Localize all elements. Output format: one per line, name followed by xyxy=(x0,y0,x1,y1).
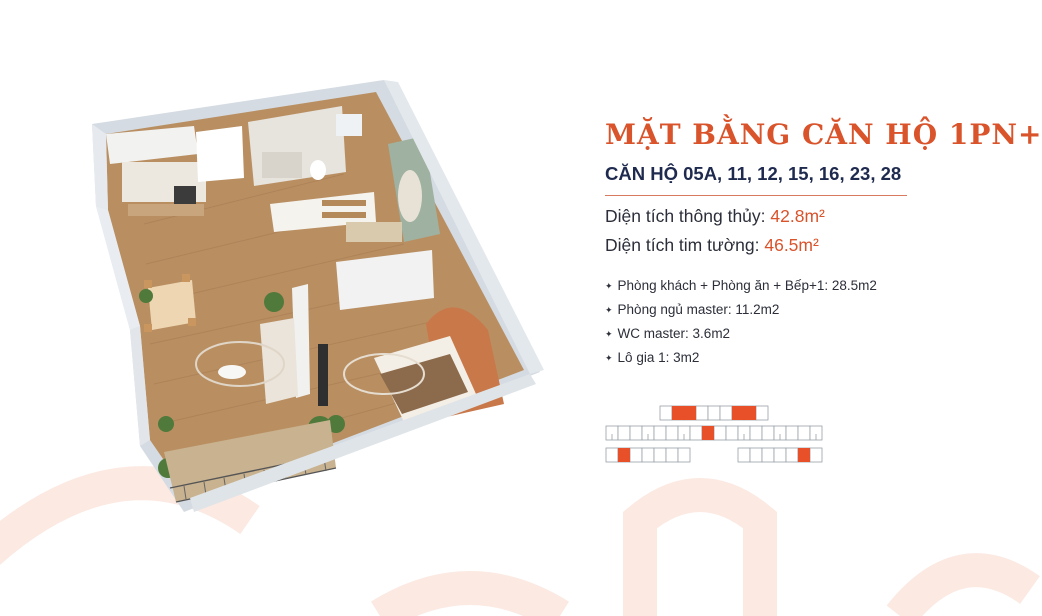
net-area-label: Diện tích thông thủy: xyxy=(605,206,771,226)
net-area-value: 42.8m² xyxy=(770,206,825,226)
room-area-label: Phòng ngủ master: 11.2m2 xyxy=(617,302,780,317)
gross-area-value: 46.5m² xyxy=(764,235,819,255)
star-bullet-icon: ✦ xyxy=(605,353,613,363)
room-area-label: WC master: 3.6m2 xyxy=(617,326,731,341)
net-area-line: Diện tích thông thủy: 42.8m² xyxy=(605,206,935,227)
gross-area-line: Diện tích tim tường: 46.5m² xyxy=(605,235,935,256)
apartment-info-panel: MẶT BẰNG CĂN HỘ 1PN+ CĂN HỘ 05A, 11, 12,… xyxy=(605,118,1042,374)
star-bullet-icon: ✦ xyxy=(605,329,613,339)
list-item: ✦ Phòng ngủ master: 11.2m2 xyxy=(605,302,935,317)
room-area-label: Lô gia 1: 3m2 xyxy=(617,350,700,365)
building-key-plan-icon xyxy=(605,405,823,463)
page-title: MẶT BẰNG CĂN HỘ 1PN+ xyxy=(605,118,1042,151)
room-area-label: Phòng khách + Phòng ăn + Bếp+1: 28.5m2 xyxy=(617,278,877,293)
star-bullet-icon: ✦ xyxy=(605,305,613,315)
room-area-list: ✦Phòng khách + Phòng ăn + Bếp+1: 28.5m2 … xyxy=(605,278,935,365)
list-item: ✦ WC master: 3.6m2 xyxy=(605,326,935,341)
apartment-floorplan-image xyxy=(92,80,544,512)
highlighted-units xyxy=(618,406,810,462)
star-bullet-icon: ✦ xyxy=(605,281,613,291)
gross-area-label: Diện tích tim tường: xyxy=(605,235,765,255)
title-divider xyxy=(605,195,907,196)
apartment-units-subtitle: CĂN HỘ 05A, 11, 12, 15, 16, 23, 28 xyxy=(605,163,902,184)
list-item: ✦ Phòng khách + Phòng ăn + Bếp+1: 28.5m2 xyxy=(605,278,935,293)
list-item: ✦ Lô gia 1: 3m2 xyxy=(605,350,935,365)
